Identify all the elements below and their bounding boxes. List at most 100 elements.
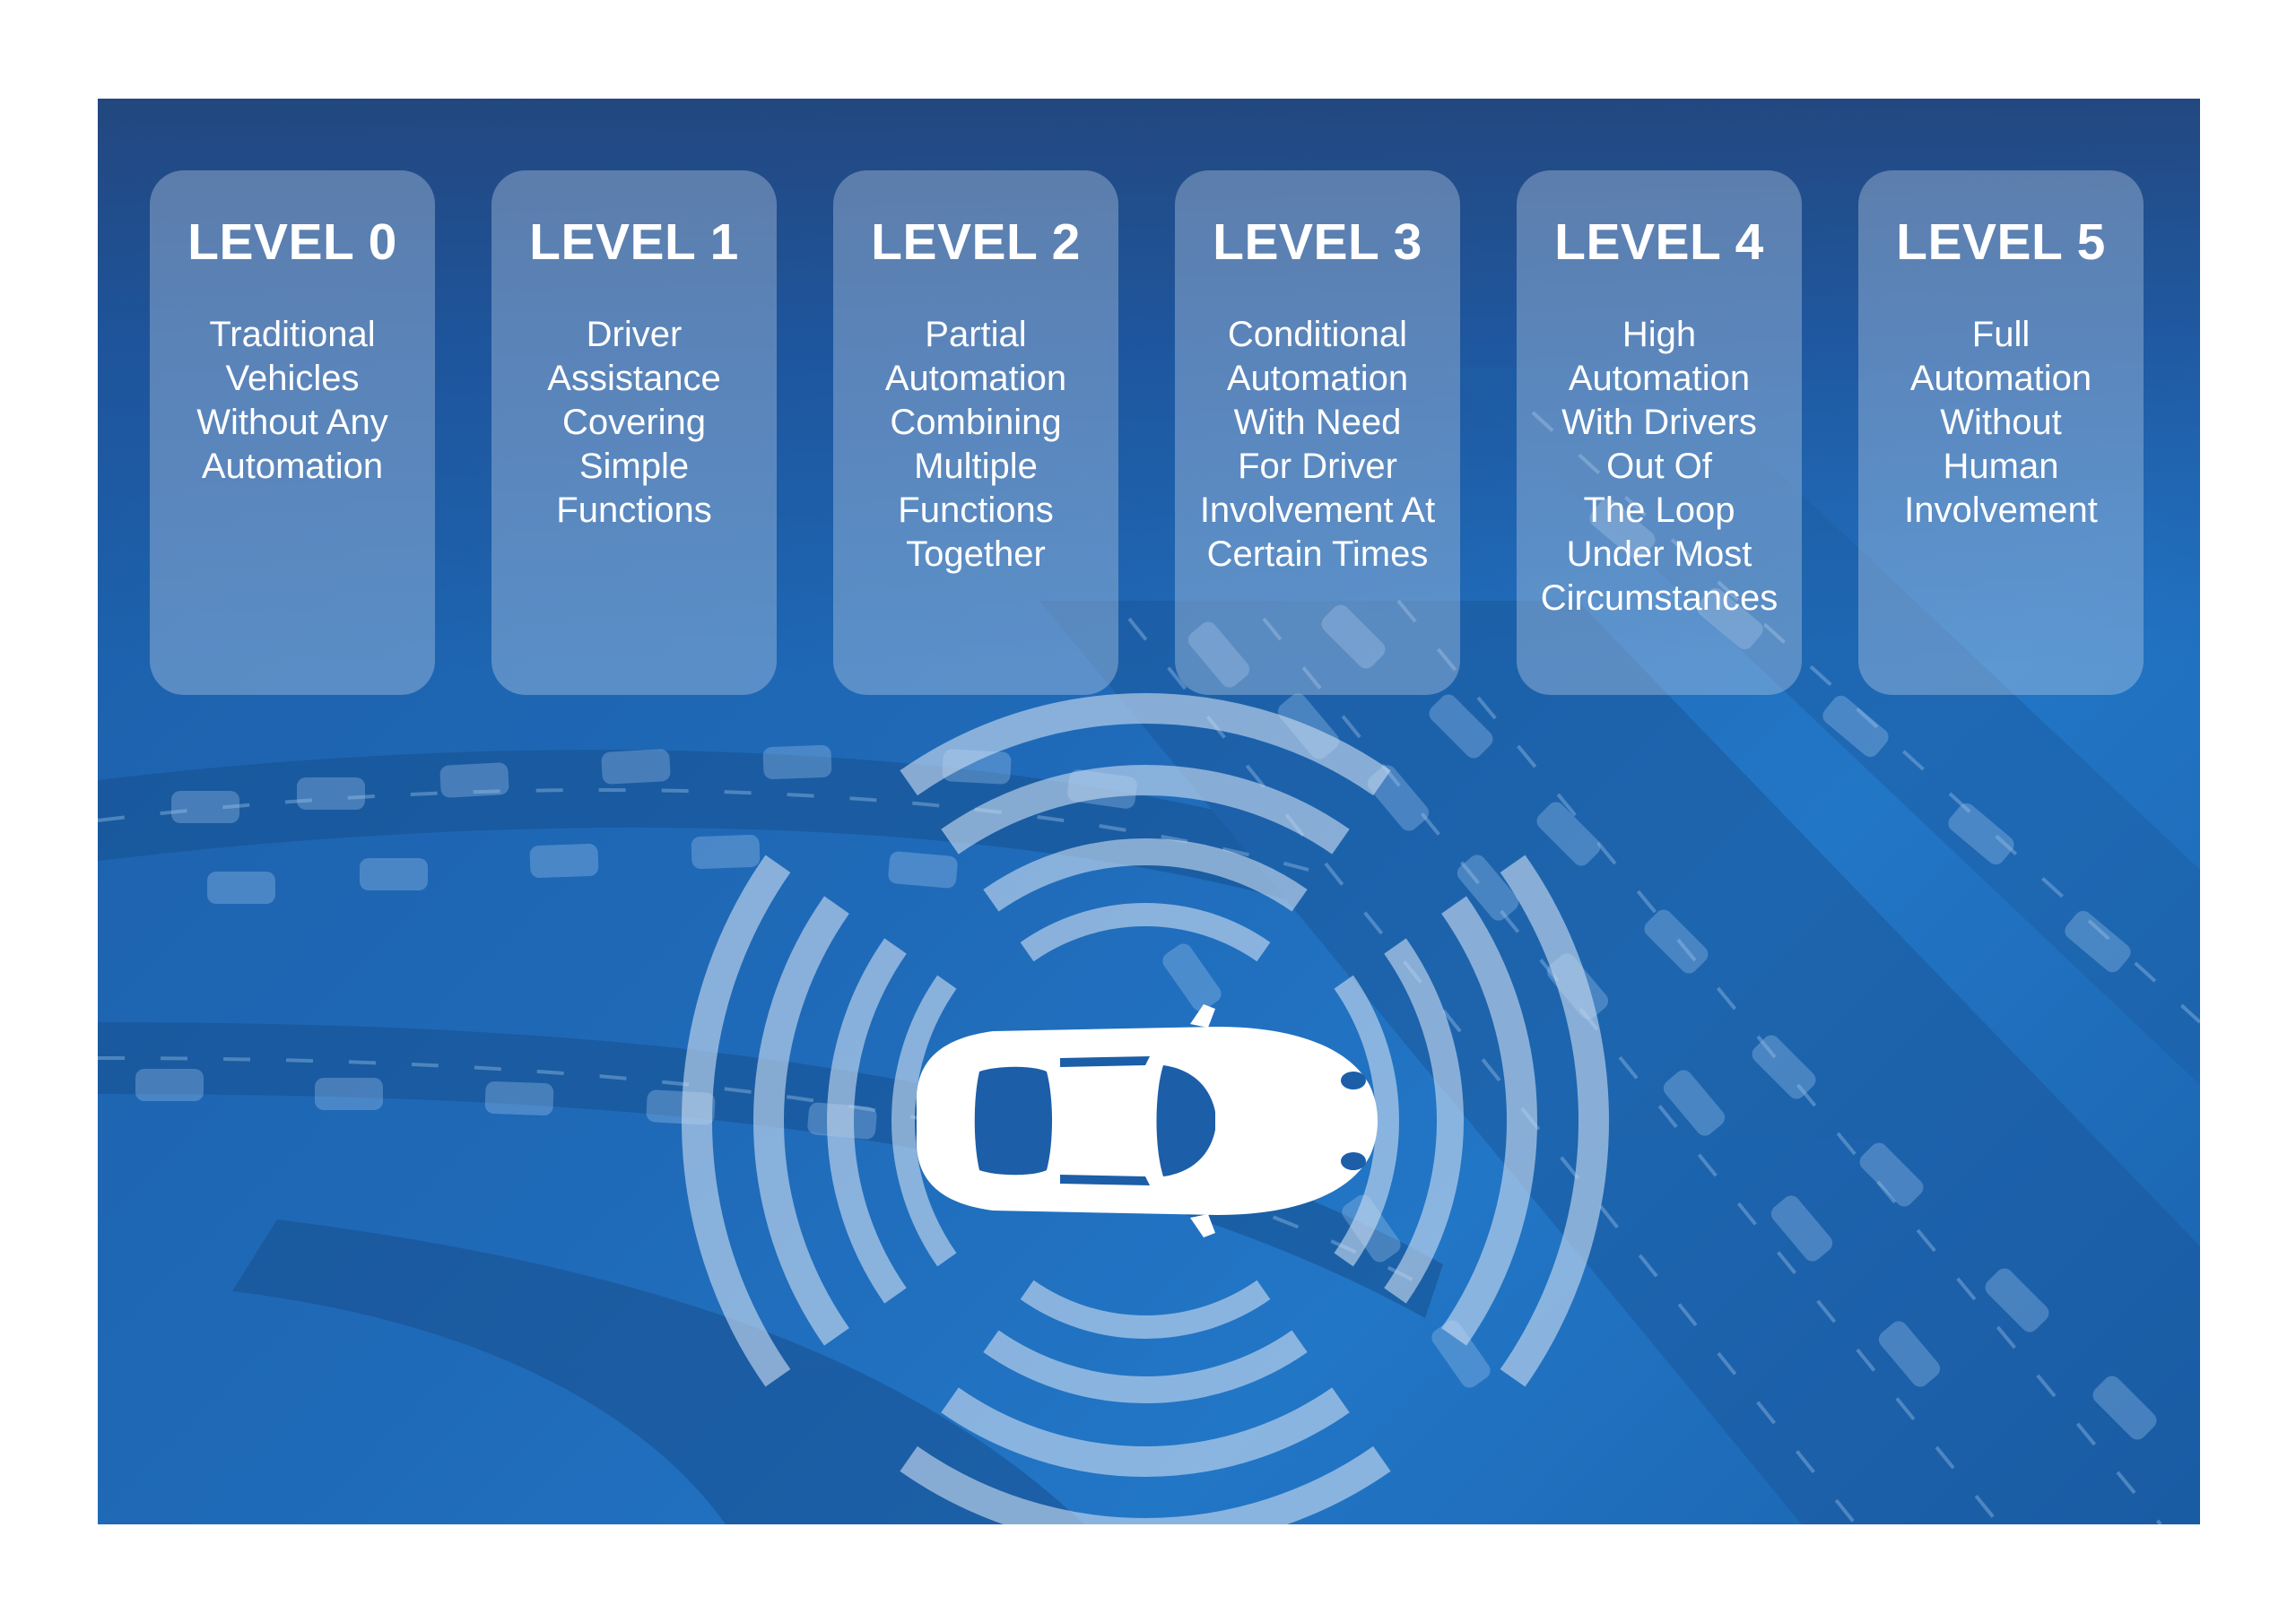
signal-arc (753, 896, 849, 1346)
level-title: LEVEL 2 (871, 213, 1081, 271)
level-description-line: Automation (1226, 359, 1409, 398)
level-description-line: High (1622, 315, 1697, 354)
background-car (439, 762, 509, 798)
signal-arc (900, 693, 1391, 796)
aerial-highway-background (98, 368, 2200, 1524)
signal-arc (983, 1330, 1308, 1403)
background-car (1770, 1195, 1833, 1262)
signal-arc (891, 975, 957, 1267)
level-description-line: Automation (884, 359, 1067, 398)
background-car (762, 745, 832, 779)
background-car (1752, 1035, 1816, 1099)
level-description-line: Circumstances (1540, 578, 1779, 618)
background-car (888, 851, 958, 889)
sensor-signal-waves-icon (682, 693, 1609, 1524)
background-car (1367, 765, 1430, 831)
level-description-line: Conditional (1227, 315, 1408, 354)
signal-arc (941, 765, 1350, 855)
level-title: LEVEL 3 (1213, 213, 1422, 271)
background-car (315, 1078, 383, 1110)
background-car (1878, 1321, 1941, 1387)
level-description-line: Assistance (547, 359, 721, 398)
signal-arc (900, 1445, 1391, 1524)
level-description-line: Certain Times (1206, 534, 1429, 574)
level-description-line: Functions (556, 490, 712, 530)
level-title: LEVEL 4 (1554, 213, 1764, 271)
background-car (529, 844, 599, 878)
level-description-line: Without (1940, 403, 2062, 442)
level-description-line: For Driver (1238, 447, 1397, 486)
signal-arc (827, 938, 907, 1304)
background-car (1948, 803, 2014, 865)
level-description-line: Covering (561, 403, 707, 442)
level-title: LEVEL 1 (529, 213, 739, 271)
background-car (691, 835, 761, 869)
level-title: LEVEL 0 (187, 213, 397, 271)
level-description-line: Combining (890, 403, 1062, 442)
level-description-line: Automation (1909, 359, 2092, 398)
level-description-line: With Drivers (1561, 403, 1757, 442)
background-car (360, 858, 428, 890)
signal-arc (983, 838, 1308, 912)
level-description-line: Vehicles (225, 359, 360, 398)
level-description-line: Automation (1568, 359, 1751, 398)
background-car (484, 1081, 554, 1115)
level-description-line: Human (1943, 447, 2059, 486)
signal-arc (1334, 975, 1399, 1267)
level-description-line: Automation (201, 447, 384, 486)
background-car (1822, 695, 1889, 758)
background-car (1663, 1070, 1726, 1136)
background-car (1985, 1268, 2049, 1332)
level-description-line: The Loop (1583, 490, 1735, 530)
level-description-line: Out Of (1606, 447, 1712, 486)
background-car (1321, 604, 1386, 669)
level-description-line: Functions (898, 490, 1054, 530)
level-description-line: With Need (1233, 403, 1402, 442)
signal-arc (682, 855, 791, 1387)
background-car (171, 791, 239, 823)
level-title: LEVEL 5 (1896, 213, 2106, 271)
background-car (1162, 943, 1222, 1011)
level-description-line: Traditional (209, 315, 376, 354)
level-description-line: Without Any (196, 403, 388, 442)
level-description-line: Under Most (1566, 534, 1752, 574)
background-car (207, 872, 275, 904)
level-description-line: Simple (578, 447, 690, 486)
background-car (1644, 909, 1709, 974)
level-description-line: Involvement (1904, 490, 2098, 530)
car-top-view-icon (916, 1004, 1378, 1237)
background-car (1859, 1142, 1924, 1207)
background-car (297, 777, 365, 810)
background-car (135, 1069, 204, 1101)
background-car (2092, 1376, 2157, 1440)
level-description-line: Full (1971, 315, 2031, 354)
signal-arc (1441, 896, 1537, 1346)
signal-arc (1020, 903, 1271, 962)
level-description-line: Involvement At (1199, 490, 1436, 530)
background-car (1187, 621, 1250, 688)
signal-arc (1500, 855, 1609, 1387)
background-car (1697, 587, 1763, 650)
level-description-line: Driver (586, 315, 683, 354)
level-description-line: Partial (925, 315, 1027, 354)
background-car (1536, 802, 1601, 866)
signal-arc (1384, 938, 1464, 1304)
signal-arc (941, 1387, 1350, 1477)
level-description-line: Together (906, 534, 1046, 574)
background-car (1429, 694, 1493, 759)
traffic-cars (135, 498, 2157, 1440)
background-car (1589, 498, 1656, 560)
